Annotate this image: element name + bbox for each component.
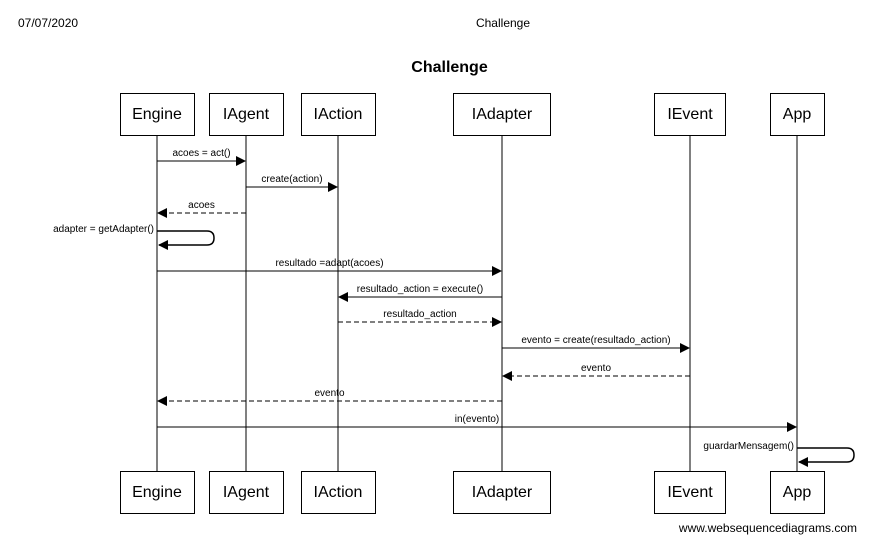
participant-engine-top: Engine — [119, 93, 195, 136]
participant-engine-bottom: Engine — [119, 471, 195, 514]
participant-app-bottom: App — [769, 471, 825, 514]
message-label: acoes — [188, 200, 215, 211]
diagram-title: Challenge — [411, 59, 488, 76]
participant-iadapter-top: IAdapter — [453, 93, 551, 136]
message-label: create(action) — [261, 174, 323, 185]
message-label: resultado_action — [383, 309, 457, 320]
participant-iaction-bottom: IAction — [300, 471, 376, 514]
participant-app-top: App — [769, 93, 825, 136]
participant-ievent-bottom: IEvent — [654, 471, 726, 514]
self-message-arrow — [157, 230, 215, 250]
footer-credit: www.websequencediagrams.com — [678, 521, 857, 535]
message-label: in(evento) — [454, 414, 500, 425]
message-label: guardarMensagem() — [703, 441, 794, 452]
message-label: adapter = getAdapter() — [53, 224, 154, 235]
participant-iagent-top: IAgent — [208, 93, 284, 136]
header-title: Challenge — [475, 16, 531, 30]
participant-iagent-bottom: IAgent — [208, 471, 284, 514]
header-date: 07/07/2020 — [18, 16, 79, 30]
message-label: evento — [314, 388, 345, 399]
self-message-arrow — [797, 447, 855, 467]
message-label: acoes = act() — [172, 148, 231, 159]
message-label: evento — [580, 363, 612, 374]
message-label: evento = create(resultado_action) — [521, 335, 671, 346]
message-label: resultado_action = execute() — [356, 284, 484, 295]
participant-iadapter-bottom: IAdapter — [453, 471, 551, 514]
participant-iaction-top: IAction — [300, 93, 376, 136]
message-label: resultado =adapt(acoes) — [275, 258, 384, 269]
participant-ievent-top: IEvent — [654, 93, 726, 136]
